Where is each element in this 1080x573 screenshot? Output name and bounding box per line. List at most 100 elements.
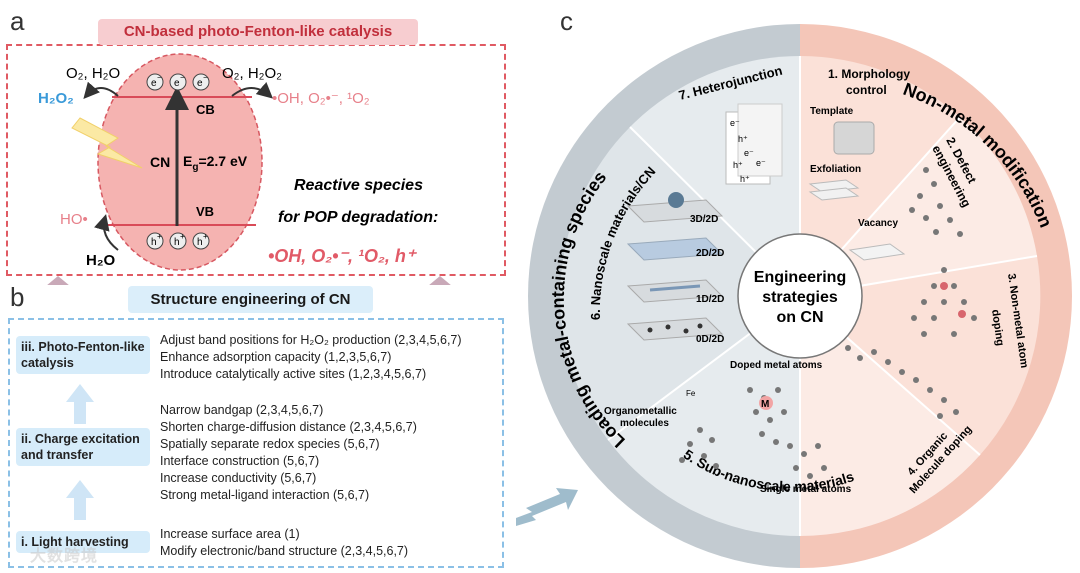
morph-exfoliation-label: Exfoliation bbox=[810, 164, 861, 175]
reactive-title-2: for POP degradation: bbox=[278, 209, 438, 226]
top-left-product: H₂O₂ bbox=[38, 90, 74, 107]
svg-text:e: e bbox=[197, 78, 203, 89]
bottom-left-reactant: H₂O bbox=[86, 252, 115, 269]
svg-text:+: + bbox=[157, 232, 162, 241]
doped-metal-atom bbox=[759, 396, 773, 410]
panel-b-letter: b bbox=[10, 282, 25, 312]
reduction-arrow-right bbox=[231, 82, 273, 99]
reactive-title-1: Reactive species bbox=[294, 177, 423, 194]
hole-circles: h+ h+ h+ bbox=[146, 232, 210, 250]
list-item: Spatially separate redox species (5,6,7) bbox=[160, 437, 380, 451]
svg-text:e: e bbox=[151, 78, 157, 89]
organic-illustration bbox=[845, 345, 959, 419]
up-arrow-icon bbox=[66, 384, 94, 424]
svg-text:h: h bbox=[174, 237, 180, 248]
subnano-illustration bbox=[679, 387, 827, 479]
oxidation-arrow bbox=[94, 214, 119, 251]
list-item: Introduce catalytically active sites (1,… bbox=[160, 367, 427, 381]
panel-a-title: CN-based photo-Fenton-like catalysis bbox=[98, 19, 418, 45]
stage-photo-fenton: iii. Photo-Fenton-like catalysis bbox=[16, 336, 150, 374]
nanoscale-illustration bbox=[626, 192, 724, 341]
list-item: Enhance adsorption capacity (1,2,3,5,6,7… bbox=[160, 350, 392, 364]
panel-c-letter: c bbox=[560, 6, 573, 36]
list-item: Adjust band positions for H₂O₂ productio… bbox=[160, 333, 462, 347]
svg-text:+: + bbox=[203, 232, 208, 241]
subnano-organo-label-2: molecules bbox=[620, 418, 669, 429]
svg-text:e: e bbox=[174, 78, 180, 89]
morph-template-label: Template bbox=[810, 106, 854, 117]
svg-text:h⁺: h⁺ bbox=[738, 134, 748, 144]
vb-label: VB bbox=[196, 204, 214, 219]
electron-circles: e− e− e− bbox=[146, 73, 210, 91]
photocatalysis-diagram: CB VB CN Eg=2.7 eV e− e− e− h+ h+ h+ O₂,… bbox=[38, 53, 451, 285]
svg-text:h: h bbox=[197, 237, 203, 248]
list-item: Increase surface area (1) bbox=[160, 527, 300, 541]
list-item: Strong metal-ligand interaction (5,6,7) bbox=[160, 488, 370, 502]
doped-nonmetal-atom bbox=[940, 282, 948, 290]
organometallic-fe: Fe bbox=[686, 389, 696, 398]
top-right-reactants: O₂, H₂O₂ bbox=[222, 65, 282, 82]
nano-level-1d2d: 1D/2D bbox=[696, 294, 724, 305]
stage-light-harvesting-list: Increase surface area (1) Modify electro… bbox=[160, 526, 408, 560]
panel-b-frame bbox=[8, 318, 504, 568]
watermark: 大数跨境 bbox=[30, 548, 99, 565]
defect-illustration bbox=[909, 167, 963, 237]
morphology-label-2: control bbox=[846, 83, 887, 97]
up-arrow-left bbox=[47, 276, 69, 285]
reactive-species: •OH, O₂•⁻, ¹O₂, h⁺ bbox=[268, 246, 418, 266]
nonmetal-label-2: doping bbox=[989, 309, 1006, 347]
morphology-label-1: 1. Morphology bbox=[828, 67, 910, 81]
svg-text:h⁺: h⁺ bbox=[733, 160, 743, 170]
svg-text:e⁻: e⁻ bbox=[730, 118, 740, 128]
nano-level-3d2d: 3D/2D bbox=[690, 214, 718, 225]
doped-nonmetal-atom bbox=[958, 310, 966, 318]
subnano-doped-label: Doped metal atoms bbox=[730, 360, 823, 371]
nano-level-2d2d: 2D/2D bbox=[696, 248, 724, 259]
list-item: Interface construction (5,6,7) bbox=[160, 454, 320, 468]
top-left-reactants: O₂, H₂O bbox=[66, 65, 120, 82]
subnano-single-label: Single metal atoms bbox=[760, 484, 852, 495]
svg-text:−: − bbox=[203, 73, 208, 82]
list-item: Modify electronic/band structure (2,3,4,… bbox=[160, 544, 409, 558]
stage-charge-transfer: ii. Charge excitation and transfer bbox=[16, 428, 150, 466]
nonmetal-illustration bbox=[911, 267, 977, 337]
doped-metal-symbol: M bbox=[761, 399, 769, 410]
svg-text:e⁻: e⁻ bbox=[756, 158, 766, 168]
vacancy-sheet bbox=[848, 243, 906, 261]
cn-label: CN bbox=[150, 154, 170, 170]
list-item: Increase conductivity (5,6,7) bbox=[160, 471, 317, 485]
engineering-strategies-wheel: Engineering strategies on CN Loading met… bbox=[516, 24, 1072, 568]
nano-level-0d2d: 0D/2D bbox=[696, 334, 724, 345]
subnano-organo-label-1: Organometallic bbox=[604, 406, 677, 417]
svg-text:−: − bbox=[157, 73, 162, 82]
heterojunction-illustration: e⁻ h⁺ e⁻ h⁺ e⁻ h⁺ bbox=[725, 103, 783, 185]
up-arrow-right bbox=[429, 276, 451, 285]
bandgap-label: Eg=2.7 eV bbox=[183, 153, 248, 173]
svg-text:e⁻: e⁻ bbox=[744, 148, 754, 158]
center-line-1: Engineering bbox=[754, 269, 846, 286]
sector-morphology bbox=[800, 55, 960, 296]
panel-b-title: Structure engineering of CN bbox=[128, 286, 373, 313]
svg-text:h⁺: h⁺ bbox=[740, 174, 750, 184]
cn-semiconductor-ellipse bbox=[97, 53, 263, 271]
svg-text:h: h bbox=[151, 237, 157, 248]
up-arrow-icon bbox=[66, 480, 94, 520]
stage-light-harvesting: i. Light harvesting bbox=[16, 531, 150, 553]
template-block bbox=[833, 121, 875, 155]
stage-arrows bbox=[66, 384, 94, 520]
sector-organic bbox=[800, 296, 980, 537]
top-right-product: •OH, O₂•⁻, ¹O₂ bbox=[272, 90, 370, 107]
center-circle bbox=[737, 233, 863, 359]
bottom-left-product: HO• bbox=[60, 211, 88, 228]
center-line-3: on CN bbox=[776, 309, 823, 326]
svg-text:+: + bbox=[180, 232, 185, 241]
center-line-2: strategies bbox=[762, 289, 838, 306]
stage-photo-fenton-list: Adjust band positions for H₂O₂ productio… bbox=[160, 332, 462, 383]
list-item: Shorten charge-diffusion distance (2,3,4… bbox=[160, 420, 417, 434]
svg-text:−: − bbox=[180, 73, 185, 82]
exfoliation-sheets bbox=[808, 179, 860, 201]
defect-vacancy-label: Vacancy bbox=[858, 218, 898, 229]
panel-a-letter: a bbox=[10, 6, 25, 36]
light-bolt-icon bbox=[71, 117, 143, 169]
reduction-arrow-left bbox=[83, 81, 119, 100]
